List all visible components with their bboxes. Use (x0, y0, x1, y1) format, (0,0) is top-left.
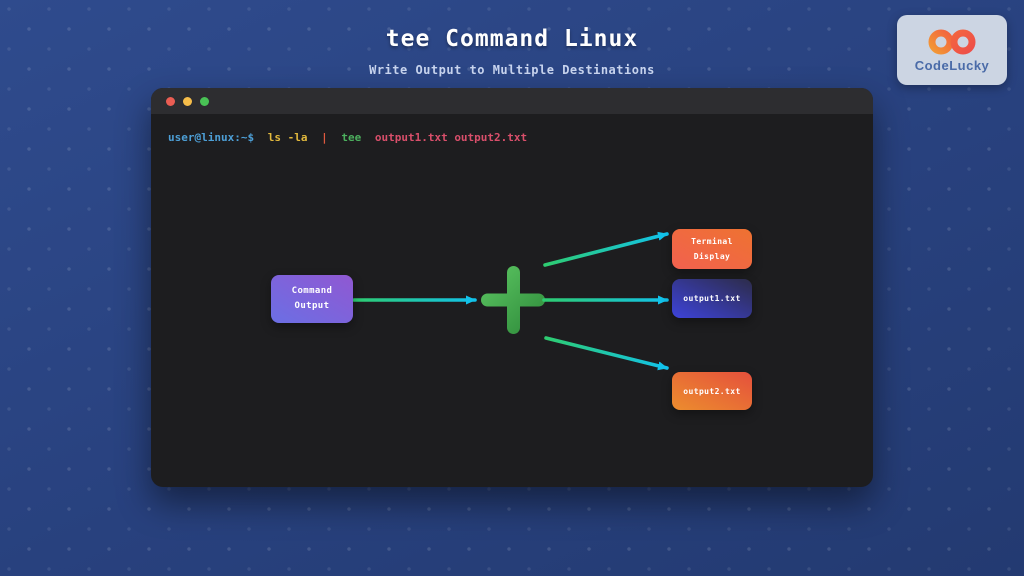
maximize-button[interactable] (200, 96, 209, 106)
logo-card[interactable]: CodeLucky (897, 15, 1007, 85)
command-line: user@linux:~$ ls -la | tee output1.txt o… (168, 131, 527, 144)
node-command-output: Command Output (271, 275, 353, 323)
tee-command-text: tee (341, 131, 362, 144)
prompt-text: user@linux:~$ (168, 131, 255, 144)
node-command-output-label-line2: Output (294, 301, 330, 311)
node-output1-label: output1.txt (683, 294, 741, 303)
minimize-button[interactable] (183, 96, 192, 106)
page-subtitle: Write Output to Multiple Destinations (369, 63, 655, 77)
pipe-symbol: | (321, 131, 328, 144)
command-text: ls -la (267, 131, 308, 144)
node-output2: output2.txt (672, 372, 752, 410)
terminal-window: user@linux:~$ ls -la | tee output1.txt o… (151, 88, 873, 487)
arrow-to-terminal-display (543, 231, 669, 267)
node-command-output-label-line1: Command (291, 286, 333, 296)
output-files-text: output1.txt output2.txt (374, 131, 528, 144)
page-title: tee Command Linux (385, 26, 639, 52)
diagram-canvas (352, 231, 669, 371)
node-output2-label: output2.txt (683, 386, 741, 396)
node-terminal-display-label-line1: Terminal (691, 237, 733, 246)
infinity-icon (928, 29, 976, 55)
node-output1: output1.txt (672, 279, 752, 318)
arrow-to-output2 (544, 336, 669, 371)
terminal-titlebar (151, 88, 873, 114)
logo-text: CodeLucky (914, 58, 990, 73)
node-terminal-display: Terminal Display (672, 229, 752, 269)
header: tee Command Linux Write Output to Multip… (0, 26, 1024, 77)
close-button[interactable] (166, 96, 175, 106)
node-terminal-display-label-line2: Display (693, 252, 731, 261)
tee-plus-icon (481, 266, 545, 334)
